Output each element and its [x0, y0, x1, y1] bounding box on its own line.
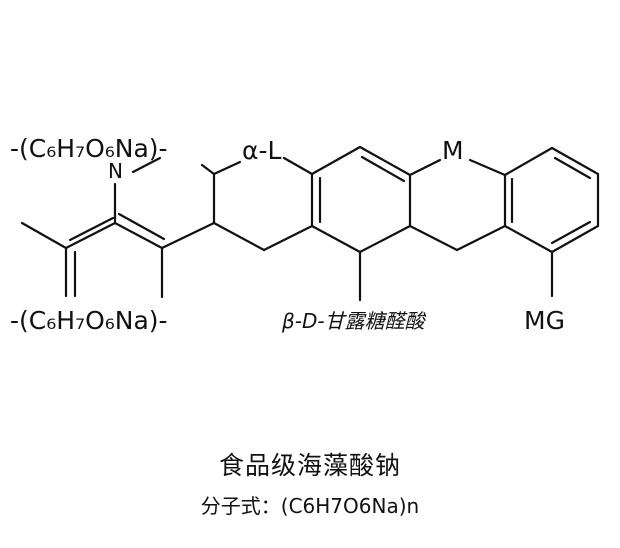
top-left-group-label: -(C₆H₇O₆Na)- [10, 134, 168, 163]
bond [310, 224, 362, 254]
nitrogen-label: N [108, 159, 123, 183]
bond [310, 145, 362, 176]
bond [131, 156, 162, 174]
bond [20, 221, 68, 250]
bond [408, 224, 459, 252]
caption-title: 食品级海藻酸钠 [218, 451, 401, 480]
bond [68, 216, 115, 242]
mg-label: MG [524, 306, 565, 335]
beta-d-label: β-D-甘露糖醛酸 [282, 309, 425, 333]
bond [553, 156, 592, 180]
bond [550, 220, 592, 245]
bond [117, 212, 166, 241]
bond [212, 221, 266, 252]
metal-label: M [442, 136, 464, 165]
bond [550, 146, 600, 176]
bond [262, 224, 314, 252]
bond [455, 224, 507, 252]
bond [358, 224, 412, 254]
bond [358, 145, 412, 177]
alpha-l-label: α-L [242, 136, 282, 165]
bond [468, 158, 507, 177]
bond [113, 221, 164, 250]
bond [212, 160, 242, 176]
bond [200, 163, 216, 176]
bond [503, 146, 554, 177]
bond [160, 221, 216, 250]
bottom-left-group-label: -(C₆H₇O₆Na)- [10, 306, 168, 335]
bond [64, 221, 117, 250]
bond [282, 156, 314, 176]
caption-formula: 分子式：(C6H7O6Na)n [200, 494, 420, 518]
bond [550, 224, 600, 254]
bond [408, 158, 442, 177]
bond [360, 155, 406, 183]
bond [503, 224, 554, 254]
